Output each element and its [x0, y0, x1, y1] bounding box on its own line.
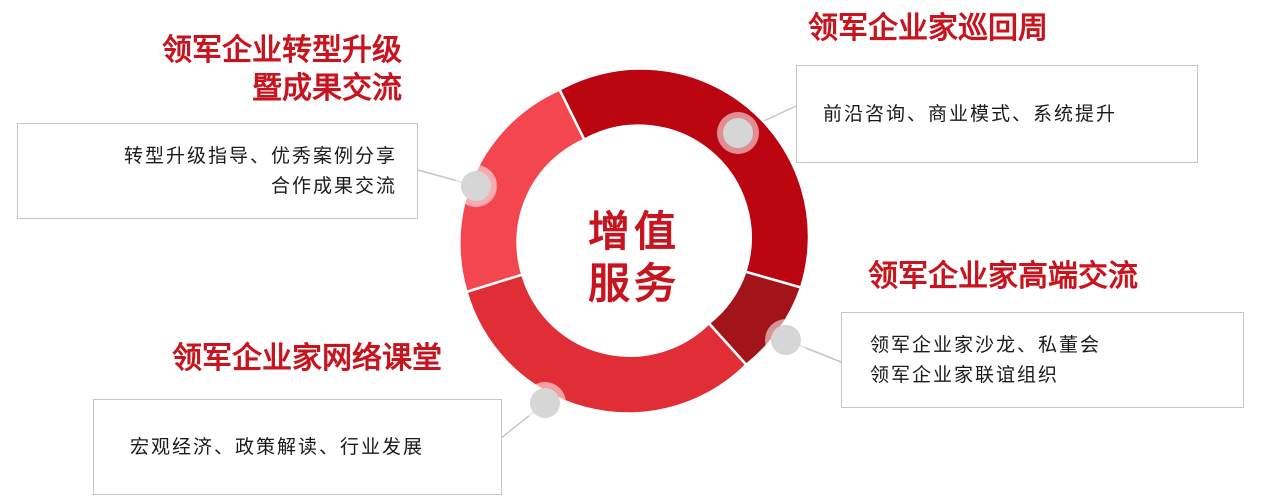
title-high-end-exchange: 领军企业家高端交流 — [868, 259, 1138, 294]
box-high-end-exchange: 领军企业家沙龙、私董会 领军企业家联谊组织 — [841, 312, 1244, 408]
box-high-end-exchange-line2: 领军企业家联谊组织 — [870, 364, 1060, 386]
box-high-end-exchange-line1: 领军企业家沙龙、私董会 — [870, 334, 1102, 356]
box-roadshow-week: 前沿咨询、商业模式、系统提升 — [796, 65, 1198, 163]
box-transformation: 转型升级指导、优秀案例分享 合作成果交流 — [17, 123, 418, 219]
knob-top-left — [455, 165, 497, 207]
center-label-line2: 服务 — [587, 259, 680, 308]
center-label: 增值 服务 — [560, 206, 708, 310]
box-roadshow-week-line1: 前沿咨询、商业模式、系统提升 — [823, 103, 1118, 125]
title-transformation-line2: 暨成果交流 — [252, 71, 402, 106]
box-online-classroom-line1: 宏观经济、政策解读、行业发展 — [130, 436, 425, 458]
title-online-classroom: 领军企业家网络课堂 — [172, 341, 442, 376]
title-transformation: 领军企业转型升级 暨成果交流 — [120, 32, 402, 108]
knob-top-right — [717, 112, 759, 154]
ring-segment-bottom — [464, 273, 748, 415]
box-transformation-line1: 转型升级指导、优秀案例分享 — [123, 145, 397, 167]
knob-bottom-left — [524, 382, 566, 424]
title-roadshow-week: 领军企业家巡回周 — [808, 11, 1048, 46]
center-label-line1: 增值 — [587, 207, 680, 256]
box-transformation-line2: 合作成果交流 — [270, 175, 397, 197]
knob-mid-right — [765, 319, 807, 361]
title-transformation-line1: 领军企业转型升级 — [162, 33, 402, 68]
ring-segment-left — [458, 87, 587, 294]
box-online-classroom: 宏观经济、政策解读、行业发展 — [93, 399, 502, 495]
